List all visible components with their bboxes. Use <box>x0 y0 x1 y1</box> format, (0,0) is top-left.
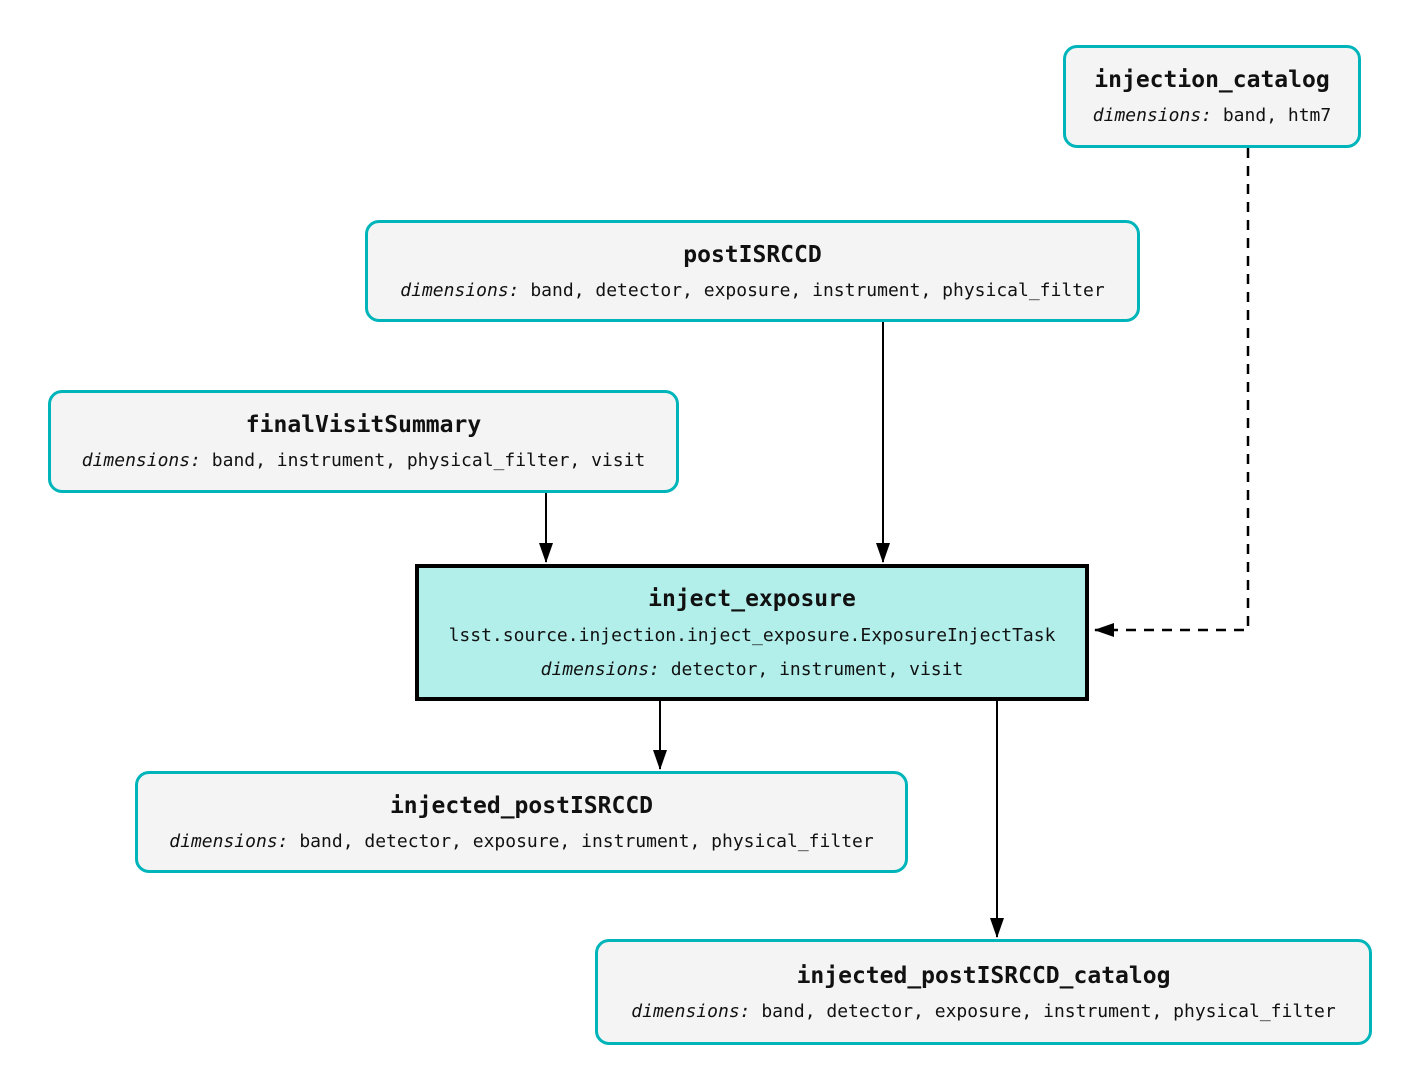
dimensions-label: dimensions: <box>169 830 289 852</box>
dimensions-label: dimensions: <box>631 1000 751 1022</box>
node-dimensions: dimensions: band, detector, exposure, in… <box>631 1002 1335 1021</box>
dataset-node-injection-catalog: injection_catalog dimensions: band, htm7 <box>1063 45 1361 148</box>
node-title: inject_exposure <box>648 585 856 612</box>
dimensions-value: band, htm7 <box>1222 105 1332 126</box>
dimensions-label: dimensions: <box>1092 105 1212 126</box>
dimensions-value: band, detector, exposure, instrument, ph… <box>299 830 874 852</box>
dimensions-value: band, instrument, physical_filter, visit <box>211 450 646 471</box>
node-title: finalVisitSummary <box>245 412 482 438</box>
dimensions-value: detector, instrument, visit <box>670 658 964 680</box>
node-dimensions: dimensions: band, htm7 <box>1093 106 1331 125</box>
dimensions-value: band, detector, exposure, instrument, ph… <box>761 1000 1336 1022</box>
dataset-node-injected-postisrccd-catalog: injected_postISRCCD_catalog dimensions: … <box>595 939 1372 1045</box>
dataset-node-finalvisitsummary: finalVisitSummary dimensions: band, inst… <box>48 390 679 493</box>
dimensions-label: dimensions: <box>540 658 660 680</box>
dimensions-label: dimensions: <box>81 450 201 471</box>
dataset-node-injected-postisrccd: injected_postISRCCD dimensions: band, de… <box>135 771 908 873</box>
node-dimensions: dimensions: band, instrument, physical_f… <box>82 451 646 470</box>
node-dimensions: dimensions: detector, instrument, visit <box>541 660 964 679</box>
node-title: injected_postISRCCD <box>389 792 654 819</box>
task-node-inject-exposure: inject_exposure lsst.source.injection.in… <box>415 564 1089 701</box>
node-dimensions: dimensions: band, detector, exposure, in… <box>400 281 1104 300</box>
node-title: postISRCCD <box>683 241 822 268</box>
node-title: injected_postISRCCD_catalog <box>796 962 1171 989</box>
dataset-node-postisrccd: postISRCCD dimensions: band, detector, e… <box>365 220 1140 322</box>
dimensions-label: dimensions: <box>400 279 520 301</box>
node-title: injection_catalog <box>1094 67 1330 93</box>
task-class-path: lsst.source.injection.inject_exposure.Ex… <box>448 624 1056 646</box>
node-dimensions: dimensions: band, detector, exposure, in… <box>169 832 873 851</box>
dimensions-value: band, detector, exposure, instrument, ph… <box>530 279 1105 301</box>
